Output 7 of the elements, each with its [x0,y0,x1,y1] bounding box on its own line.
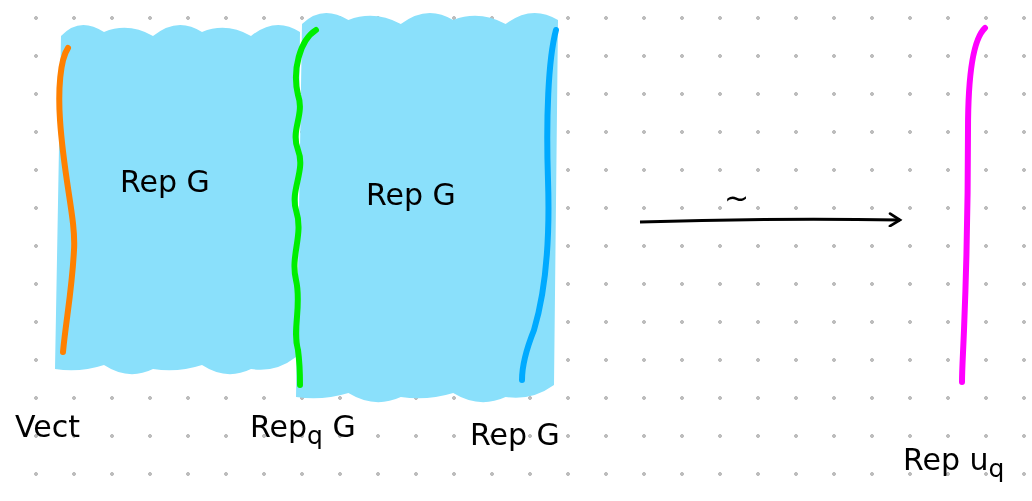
arrow [639,212,902,228]
math-label: Rep$_{q}$ G [250,412,356,448]
math-label: Rep G [120,167,210,197]
math-label: Rep u$_{q}$ [903,445,1005,481]
math-label: Rep G [470,420,560,450]
math-label: Vect [15,412,80,442]
math-label: Rep G [366,180,456,210]
